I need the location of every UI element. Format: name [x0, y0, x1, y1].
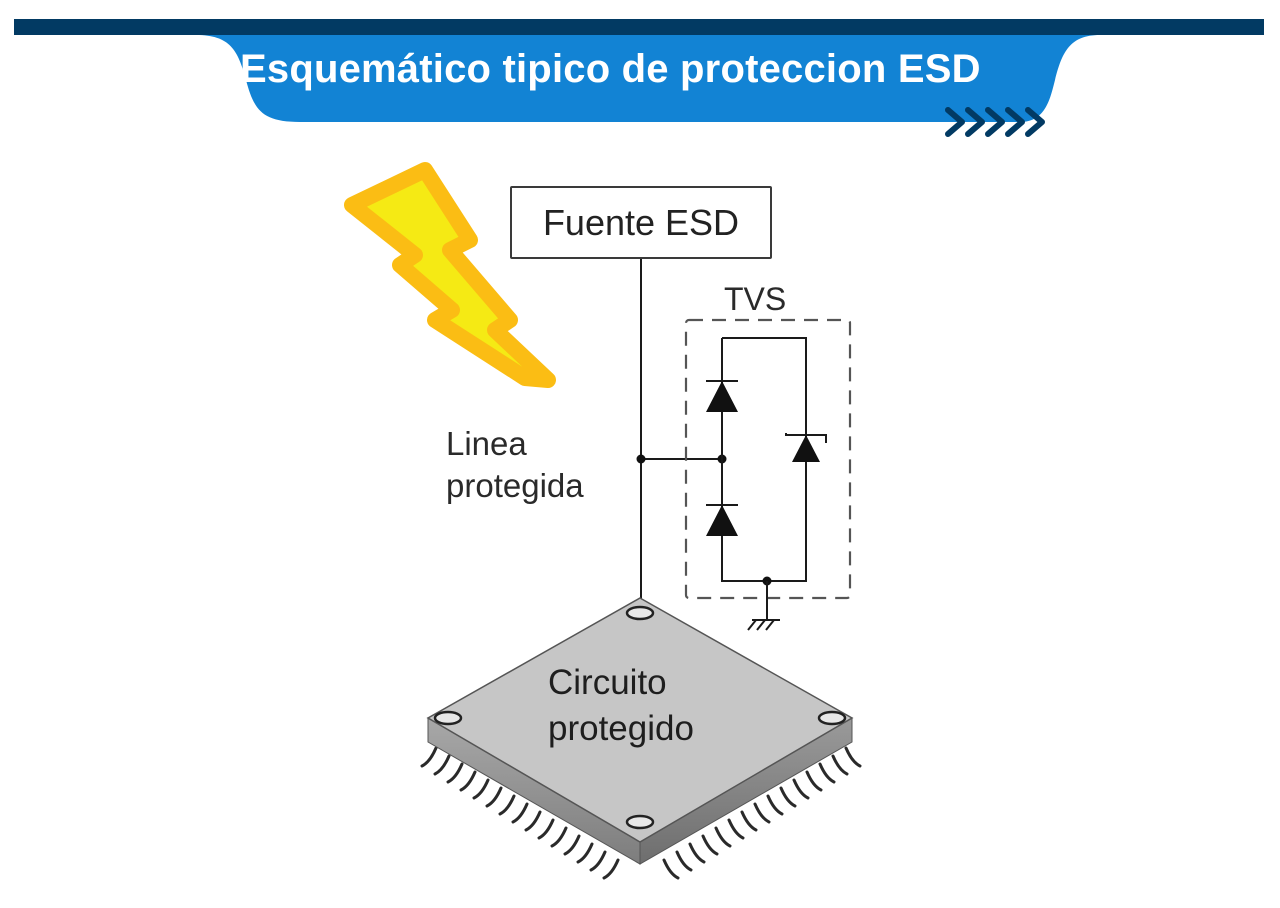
protected-circuit-label-2: protegido — [548, 709, 694, 748]
page-title: Esquemático tipico de proteccion ESD — [240, 47, 981, 91]
esd-source-box: Fuente ESD — [510, 186, 772, 259]
header-top-bar — [14, 19, 1264, 35]
esd-source-label: Fuente ESD — [542, 201, 740, 243]
chip-package — [420, 597, 862, 880]
protected-line-label: Linea protegida — [446, 423, 584, 507]
protected-line-label-1: Linea — [446, 425, 527, 462]
protected-line-label-2: protegida — [446, 467, 584, 504]
double-chevron-right-icon — [945, 107, 1045, 137]
lightning-bolt-icon — [344, 162, 556, 388]
protected-circuit-label-1: Circuito — [548, 663, 667, 702]
tvs-label: TVS — [724, 281, 787, 317]
protected-circuit-label: Circuito protegido — [548, 660, 694, 752]
title-banner — [196, 35, 1100, 122]
